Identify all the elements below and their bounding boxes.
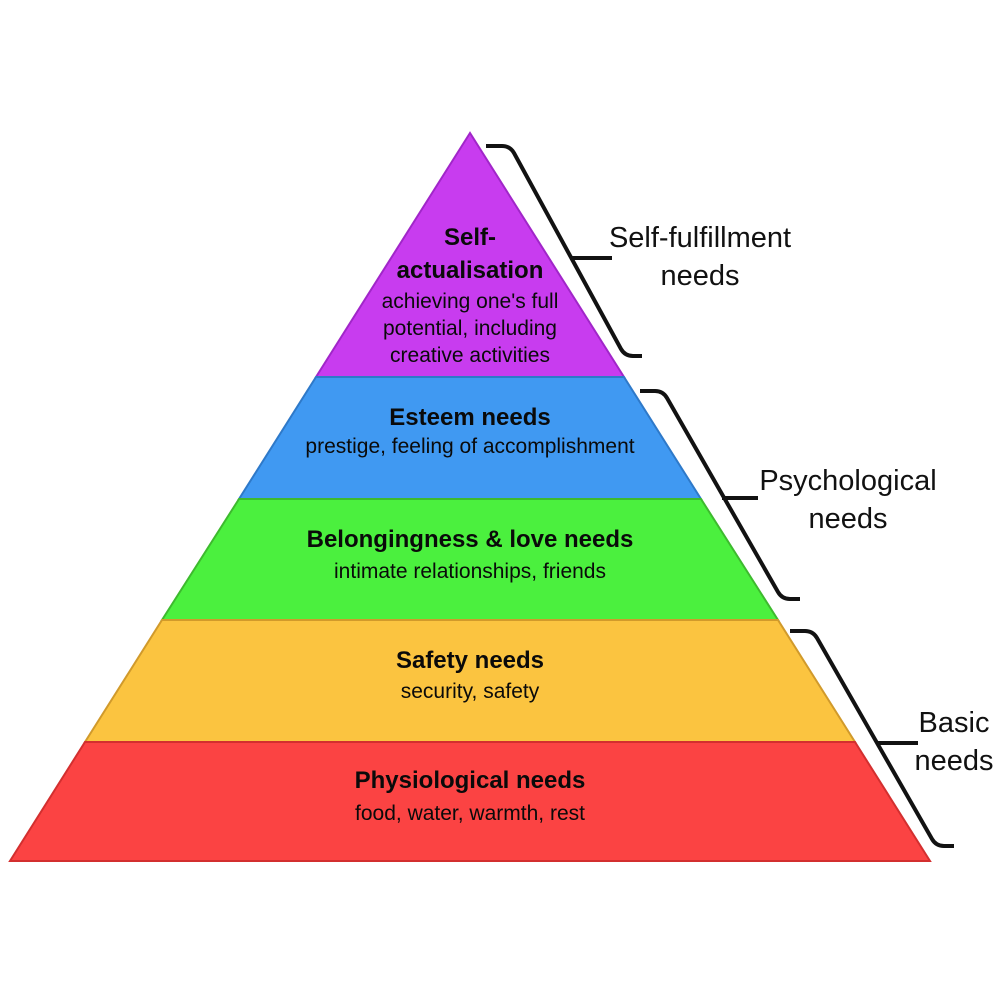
level-belongingness-heading: Belongingness & love needs	[306, 526, 634, 553]
level-esteem-heading: Esteem needs	[389, 404, 551, 431]
group-label-line: Self-fulfillment	[608, 222, 792, 254]
group-label-line: Psychological	[759, 465, 937, 497]
level-belongingness-description: intimate relationships, friends	[334, 560, 606, 583]
group-label-line: needs	[914, 745, 994, 777]
heading-line: Self-	[443, 224, 496, 251]
heading-line: actualisation	[396, 257, 544, 284]
level-esteem-description: prestige, feeling of accomplishment	[305, 435, 635, 458]
group-label-line: needs	[660, 260, 740, 292]
group-label-psychological: Psychological needs	[759, 462, 936, 538]
description-line: creative activities	[390, 344, 550, 367]
level-physiological-heading: Physiological needs	[354, 767, 586, 794]
group-label-basic: Basic needs	[914, 704, 993, 780]
group-label-line: Basic	[918, 707, 990, 739]
level-physiological-description: food, water, warmth, rest	[355, 802, 585, 825]
description-line: achieving one's full	[381, 290, 559, 313]
level-self-actualisation-heading: Self- actualisation	[397, 221, 544, 287]
group-label-line: needs	[808, 503, 888, 535]
group-brackets	[486, 144, 954, 848]
level-safety-description: security, safety	[400, 680, 540, 703]
level-safety-heading: Safety needs	[395, 647, 545, 674]
group-label-self-fulfillment: Self-fulfillment needs	[609, 219, 791, 295]
bracket-basic	[790, 629, 954, 848]
level-self-actualisation-description: achieving one's full potential, includin…	[382, 288, 559, 369]
description-line: potential, including	[383, 317, 557, 340]
bracket-self-fulfillment	[486, 144, 642, 358]
bracket-psychological	[640, 389, 800, 601]
level-physiological-shape	[8, 741, 932, 862]
